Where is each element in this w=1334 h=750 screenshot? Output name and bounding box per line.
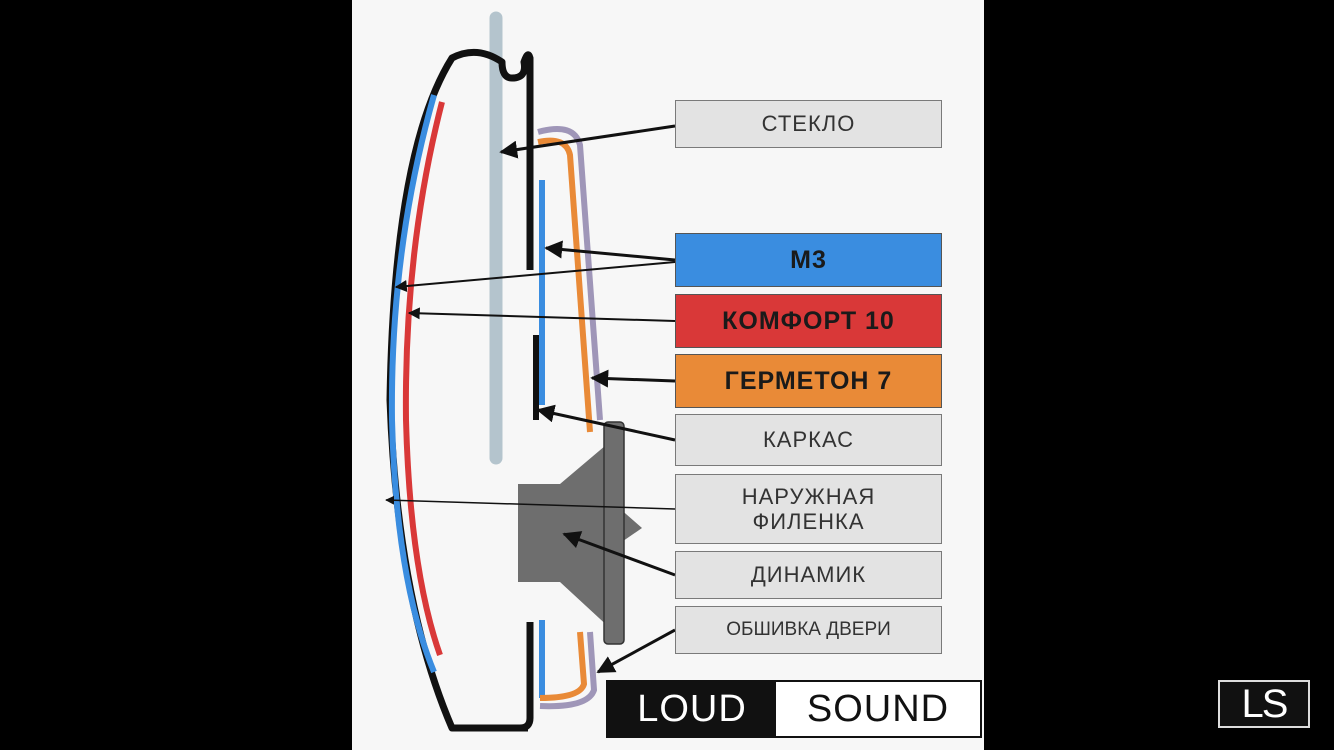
brand-sound: SOUND: [776, 682, 980, 736]
m3-outer-layer: [388, 94, 437, 674]
label-glass: СТЕКЛО: [675, 100, 942, 148]
arrow-speaker: [562, 531, 676, 577]
germeton-lower-layer: [539, 631, 588, 701]
arrow-m3-outer: [394, 261, 676, 293]
arrow-frame: [536, 404, 676, 442]
arrow-glass: [499, 124, 676, 159]
trim-lower-layer: [539, 631, 598, 710]
door-cross-section: [385, 11, 676, 732]
label-outer-panel: НАРУЖНАЯ ФИЛЕНКА: [675, 474, 942, 544]
diagram-canvas: СТЕКЛО М3 КОМФОРТ 10 ГЕРМЕТОН 7 КАРКАС Н…: [352, 0, 984, 750]
speaker-plate: [603, 421, 625, 645]
arrow-germeton: [590, 369, 676, 388]
arrow-outer-panel: [385, 495, 676, 510]
label-frame: КАРКАС: [675, 414, 942, 466]
komfort-layer: [402, 101, 445, 656]
trim-layer: [537, 126, 603, 421]
label-m3: М3: [675, 233, 942, 287]
door-inner-hook: [519, 622, 534, 732]
door-outer-shell: [386, 48, 534, 732]
brand-loud: LOUD: [608, 682, 776, 736]
brand-logo: LOUD SOUND: [606, 680, 982, 738]
label-speaker: ДИНАМИК: [675, 551, 942, 599]
arrow-m3-inner: [544, 240, 676, 262]
label-germeton: ГЕРМЕТОН 7: [675, 354, 942, 408]
channel-logo: LS: [1218, 680, 1310, 728]
arrow-door-trim: [596, 628, 676, 674]
arrow-komfort: [407, 307, 676, 322]
label-door-trim: ОБШИВКА ДВЕРИ: [675, 606, 942, 654]
label-komfort: КОМФОРТ 10: [675, 294, 942, 348]
